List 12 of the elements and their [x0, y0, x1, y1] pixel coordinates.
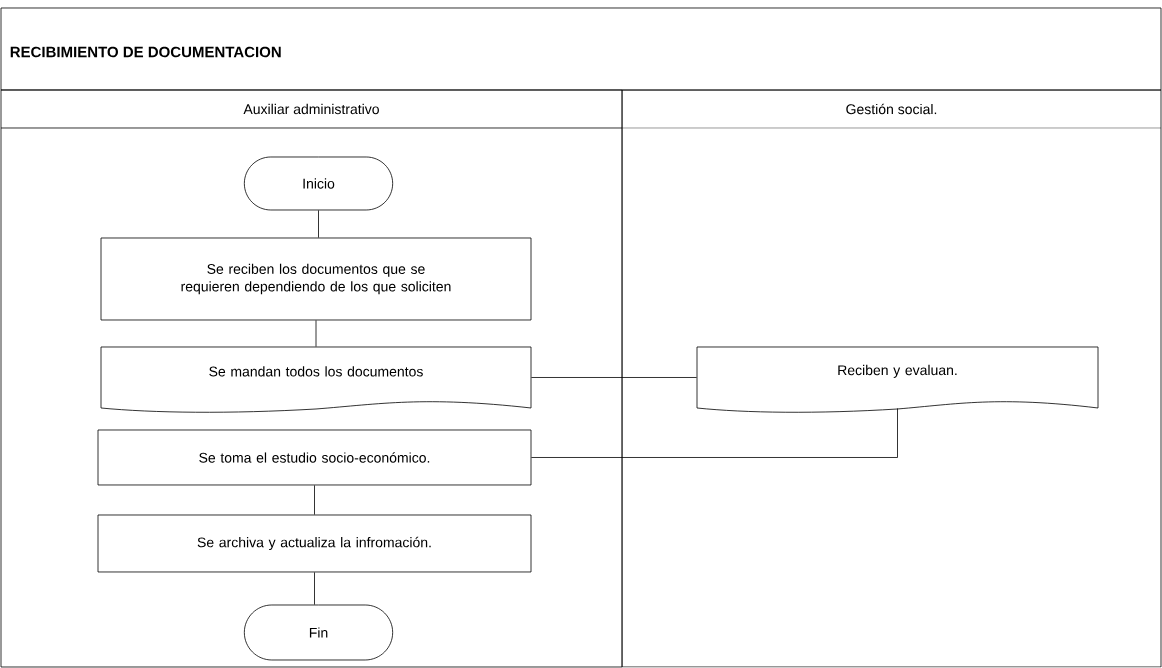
title: RECIBIMIENTO DE DOCUMENTACION [10, 46, 281, 58]
process-box: Se reciben los documentos que se requieren dependiendo de los que soliciten [100, 237, 532, 321]
connector-line [318, 210, 319, 238]
process-box: Se toma el estudio socio-económico. [97, 429, 532, 486]
connector-line [314, 572, 315, 605]
connector-line [315, 320, 317, 347]
connector-line [314, 485, 315, 515]
process-box: Se archiva y actualiza la infromación. [97, 514, 532, 573]
connector-line [531, 377, 697, 378]
document-shape: Se mandan todos los documentos [100, 346, 532, 413]
document-shape: Reciben y evaluan. [696, 346, 1099, 413]
connector-line [531, 408, 898, 458]
